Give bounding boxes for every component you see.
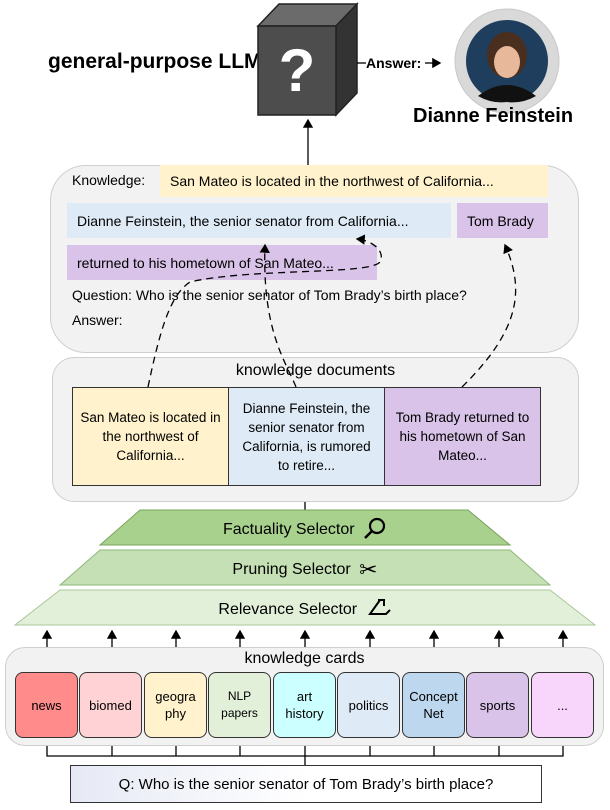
pruning-selector: Pruning Selector ✂ — [60, 557, 550, 583]
query-box: Q: Who is the senior senator of Tom Brad… — [70, 765, 542, 803]
prompt-answer: Answer: — [72, 312, 123, 328]
relevance-arrow-icon — [367, 599, 391, 615]
knowledge-segment-tombrady: Tom Brady — [457, 203, 548, 238]
knowledge-label: Knowledge: — [72, 172, 146, 188]
card-geography: geogra phy — [144, 672, 207, 738]
card-politics: politics — [337, 672, 400, 738]
prompt-question: Question: Who is the senior senator of T… — [72, 287, 467, 303]
card-sports: sports — [466, 672, 529, 738]
answer-name: Dianne Feinstein — [413, 105, 574, 127]
card-nlp-papers: NLP papers — [208, 672, 271, 738]
document-feinstein: Dianne Feinstein, the senior senator fro… — [228, 387, 385, 486]
question-mark-icon: ? — [278, 37, 316, 104]
document-tombrady: Tom Brady returned to his hometown of Sa… — [384, 387, 541, 486]
black-box-cube-icon — [256, 2, 359, 117]
relevance-selector: Relevance Selector — [15, 597, 595, 619]
llm-label: general-purpose LLM — [48, 50, 262, 73]
cards-title: knowledge cards — [244, 650, 365, 667]
knowledge-segment-sanmateo: San Mateo is located in the northwest of… — [160, 165, 548, 197]
pruning-selector-shape — [58, 549, 552, 586]
factuality-selector-label: Factuality Selector — [222, 521, 355, 538]
factuality-selector: Factuality Selector — [100, 517, 510, 539]
card-more: ... — [531, 672, 594, 738]
knowledge-segment-feinstein: Dianne Feinstein, the senior senator fro… — [67, 203, 451, 238]
cards-to-relevance-arrows — [41, 629, 569, 648]
relevance-selector-shape — [13, 589, 597, 626]
dianne-feinstein-avatar — [454, 8, 560, 114]
query-bracket — [46, 745, 564, 765]
card-art-history: art history — [273, 672, 336, 738]
answer-label: Answer: — [366, 55, 422, 71]
documents-title: knowledge documents — [235, 362, 396, 379]
scissors-icon: ✂ — [359, 557, 378, 582]
factuality-selector-shape — [98, 509, 512, 546]
document-sanmateo: San Mateo is located in the northwest of… — [72, 387, 229, 486]
card-biomed: biomed — [79, 672, 142, 738]
pruning-selector-label: Pruning Selector — [232, 561, 351, 578]
knowledge-segment-hometown: returned to his hometown of San Mateo... — [67, 245, 377, 280]
magnifier-icon — [364, 517, 386, 539]
card-news: news — [15, 672, 78, 738]
relevance-selector-label: Relevance Selector — [218, 601, 358, 618]
card-conceptnet: Concept Net — [402, 672, 465, 738]
